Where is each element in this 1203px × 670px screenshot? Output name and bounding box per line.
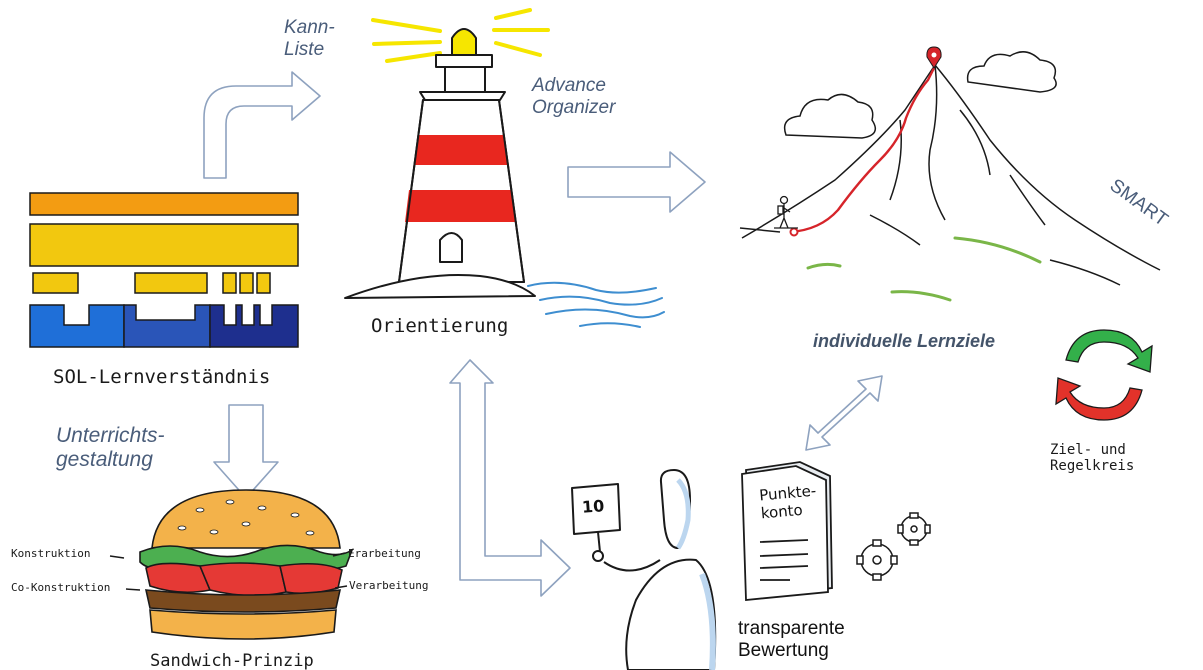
sign-number: 10: [581, 496, 605, 517]
arrow-sol-to-sandwich: [213, 404, 279, 499]
unterrichtsgestaltung-label: Unterrichts- gestaltung: [56, 424, 165, 472]
lighthouse: [344, 8, 550, 299]
transparente-bewertung-label: transparente Bewertung: [738, 618, 845, 661]
konstruktion-label: Konstruktion: [11, 547, 91, 560]
ziel-und-regelkreis-label: Ziel- und Regelkreis: [1050, 442, 1135, 475]
sandwich-prinzip-label: Sandwich-Prinzip: [150, 651, 314, 670]
burger-leader-lines: [109, 552, 348, 591]
punktekonto-text: Punkte- konto: [758, 481, 817, 523]
clouds: [783, 51, 1057, 139]
arrow-orientierung-to-bewertung: [449, 359, 571, 597]
sesame-seeds: [177, 499, 315, 536]
sol-blocks: [29, 192, 299, 348]
climbing-route: [789, 67, 936, 234]
water-waves: [527, 281, 665, 328]
advance-organizer-label: Advance Organizer: [532, 75, 616, 118]
light-rays: [371, 8, 550, 63]
orientierung-label: Orientierung: [371, 315, 509, 337]
arrow-lernziele-bewertung: [805, 375, 883, 451]
gears-icon: [856, 512, 931, 581]
arrow-sol-to-orientierung: [203, 71, 321, 179]
mountain: [739, 64, 1161, 286]
individuelle-lernziele-label: individuelle Lernziele: [813, 331, 996, 351]
burger: [139, 489, 354, 640]
erarbeitung-label: Erarbeitung: [348, 547, 421, 560]
verarbeitung-label: Verarbeitung: [349, 579, 429, 592]
grass-patches: [806, 236, 1042, 302]
hiker-icon: [774, 195, 798, 229]
punktekonto-document: [741, 461, 833, 601]
co-konstruktion-label: Co-Konstruktion: [11, 581, 111, 594]
cycle-icon: [1055, 329, 1153, 421]
summit-pin-icon: [926, 46, 942, 69]
arrow-orientierung-to-lernziele: [567, 151, 706, 213]
kann-liste-label: Kann- Liste: [284, 17, 335, 60]
sol-lernverstaendnis-label: SOL-Lernverständnis: [53, 366, 271, 388]
person-with-sign: [571, 469, 717, 670]
